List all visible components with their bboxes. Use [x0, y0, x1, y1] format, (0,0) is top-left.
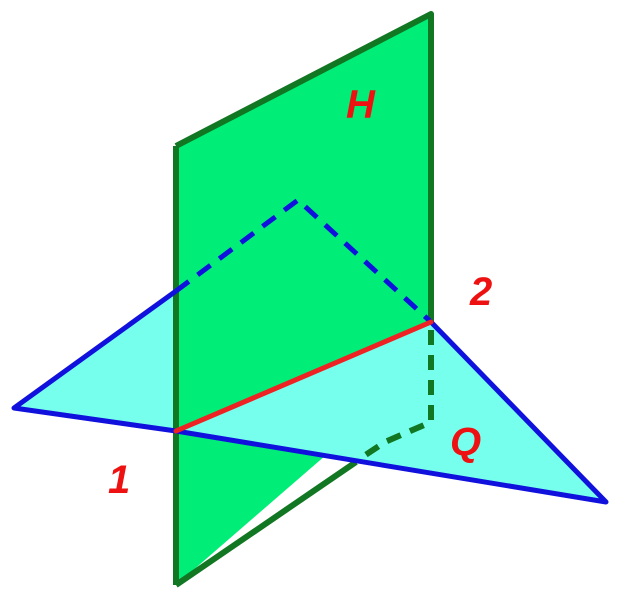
label-plane-h: H	[346, 83, 376, 127]
plane-q-edge-right	[175, 320, 609, 505]
intersection-line	[173, 319, 434, 434]
label-point-2: 2	[469, 270, 492, 314]
label-plane-q: Q	[450, 420, 481, 464]
plane-h-edge	[174, 11, 434, 322]
plane-h-hidden-edge	[356, 330, 434, 463]
plane-q-edge-left	[11, 288, 178, 434]
plane-q-hidden-edge	[174, 197, 433, 324]
plane-q-right-fill	[176, 322, 606, 502]
plane-q-left-fill	[14, 291, 176, 431]
plane-h-edge-bottom	[174, 459, 358, 588]
label-point-1: 1	[108, 458, 130, 502]
